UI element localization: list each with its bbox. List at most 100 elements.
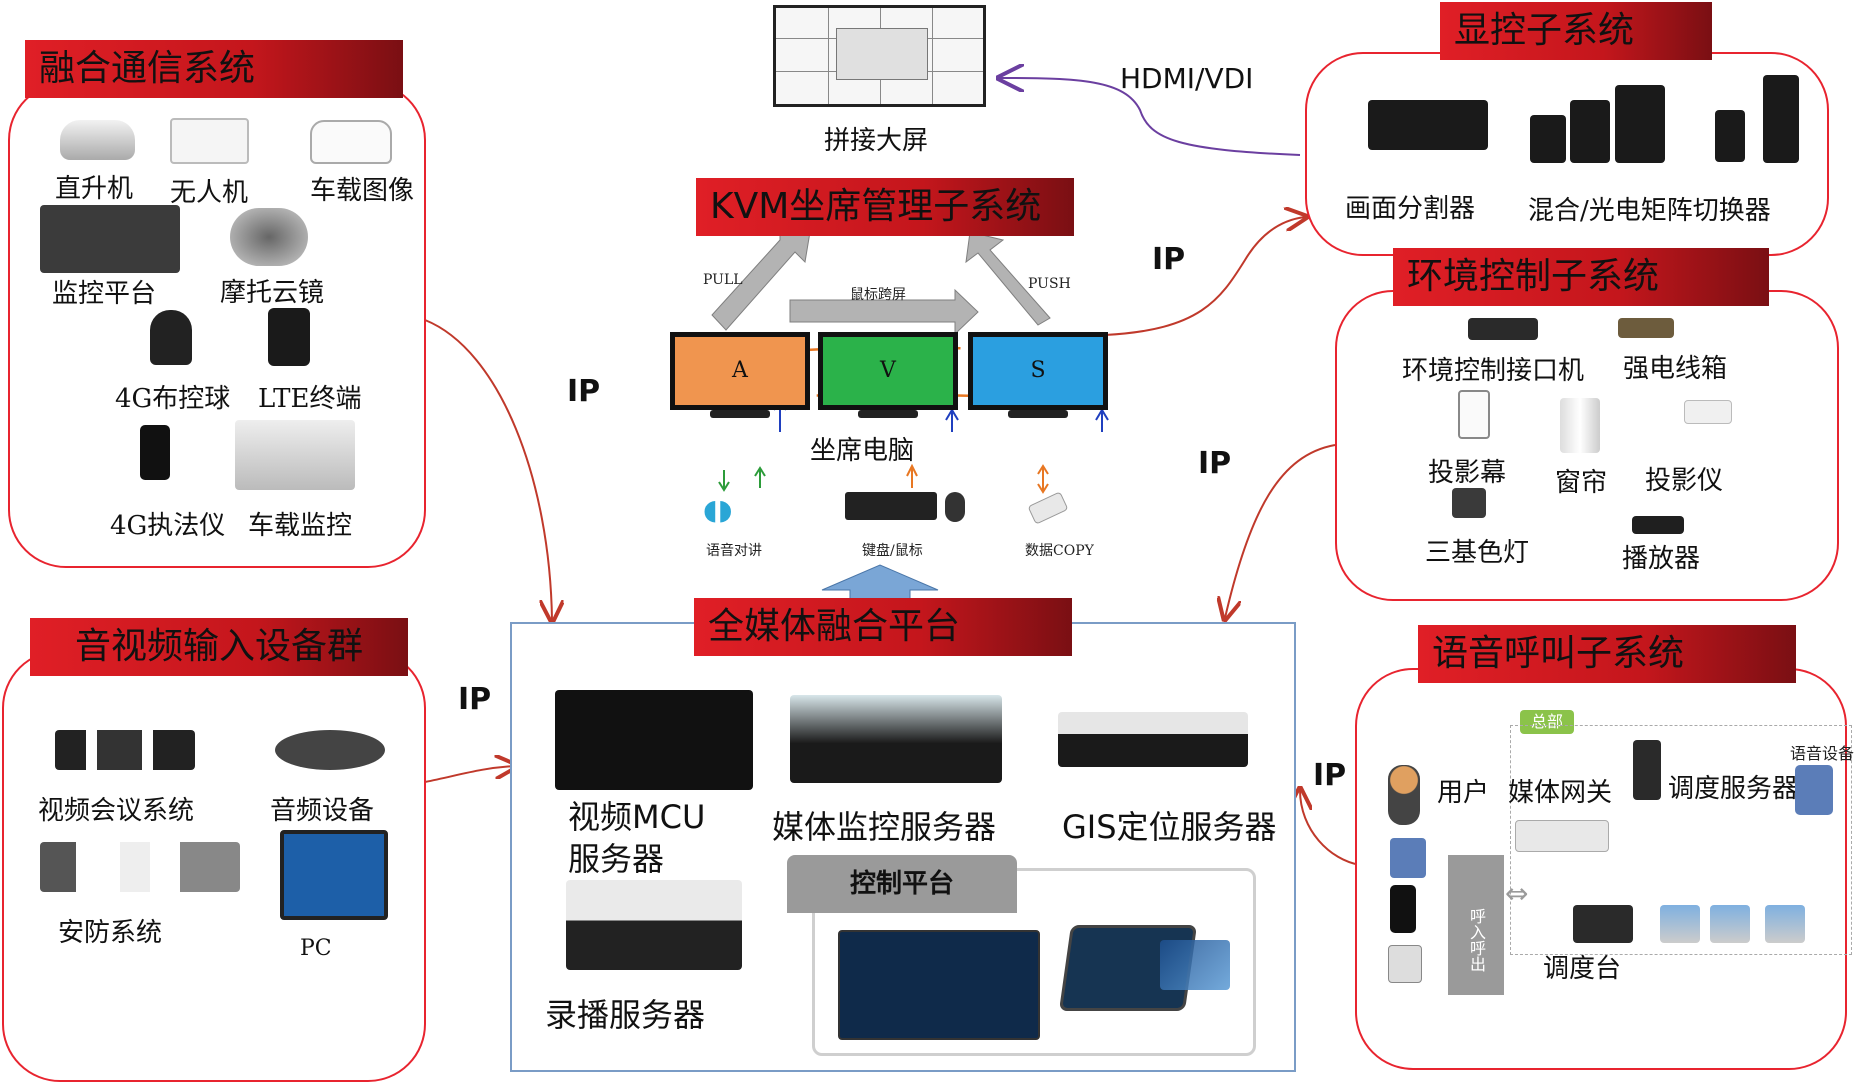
police-car-icon	[310, 120, 392, 164]
kvm-display-link	[1104, 217, 1305, 336]
monitor-stand-a	[710, 410, 770, 418]
voice-call-banner: 语音呼叫子系统	[1418, 625, 1796, 683]
call-inout-box: 呼入呼出	[1448, 855, 1504, 995]
display-item-matrix: 混合/光电矩阵切换器	[1528, 196, 1771, 226]
av-item-video-conf: 视频会议系统	[38, 796, 195, 826]
av-platform-link	[424, 766, 515, 783]
lte-terminal-icon	[268, 308, 310, 366]
env-item-player: 播放器	[1622, 544, 1701, 574]
projection-screen-icon	[1458, 390, 1490, 439]
env-item-power-box: 强电线箱	[1623, 354, 1728, 384]
fusion-item-lte: LTE终端	[258, 384, 362, 414]
vehicle-monitor-thumb	[235, 420, 355, 490]
matrix-switcher-2	[1570, 100, 1610, 163]
env-item-lamp: 三基色灯	[1425, 538, 1530, 568]
video-wall-label: 拼接大屏	[824, 126, 929, 156]
kvm-title-banner: KVM坐席管理子系统	[696, 178, 1074, 236]
hdmi-vdi-label: HDMI/VDI	[1120, 62, 1254, 95]
tri-color-lamp-icon	[1452, 488, 1486, 518]
drone-icon	[170, 118, 249, 164]
mouse-icon	[945, 492, 965, 522]
env-item-interface: 环境控制接口机	[1402, 356, 1585, 386]
mouse-cross-arrow	[789, 288, 979, 336]
desk-phone-icon	[1390, 838, 1426, 878]
io-voice-label: 语音对讲	[706, 543, 762, 559]
display-control-banner: 显控子系统	[1440, 2, 1712, 60]
push-label: PUSH	[1028, 276, 1071, 292]
fax-icon	[1388, 945, 1422, 983]
voice-device-label: 语音设备	[1790, 744, 1855, 763]
power-box-device	[1618, 318, 1674, 338]
voice-user-label: 用户	[1437, 778, 1490, 808]
security-cameras	[40, 842, 240, 892]
fusion-item-monitor-platform: 监控平台	[52, 279, 157, 309]
dispatch-server-icon	[1633, 740, 1661, 800]
ptz-ball-icon	[150, 310, 192, 365]
recorder-label: 录播服务器	[545, 996, 706, 1034]
recorder-server-device	[566, 880, 742, 970]
console-terminal-3	[1765, 905, 1805, 943]
gis-label: GIS定位服务器	[1062, 808, 1277, 846]
monitor-stand-v	[858, 410, 918, 418]
voice-inner-box	[1510, 725, 1852, 955]
voice-platform-link	[1300, 790, 1361, 866]
env-control-banner: 环境控制子系统	[1393, 248, 1769, 306]
env-platform-link	[1225, 444, 1336, 618]
av-item-pc: PC	[300, 936, 332, 961]
env-item-curtain: 窗帘	[1555, 468, 1608, 498]
fusion-item-4g-ball: 4G布控球	[115, 384, 231, 414]
voice-console-label: 调度台	[1543, 954, 1622, 984]
push-arrow	[965, 231, 1051, 326]
hq-badge: 总部	[1520, 710, 1574, 734]
video-conf-devices	[55, 730, 195, 770]
voice-phone-icon	[1795, 765, 1833, 815]
fusion-item-motorcycle: 摩托云镜	[220, 278, 325, 308]
platform-banner: 全媒体融合平台	[694, 598, 1072, 656]
monitor-stand-s	[1008, 410, 1068, 418]
body-cam-icon	[140, 425, 170, 480]
keyboard-icon	[845, 492, 937, 520]
hdmi-link	[1000, 78, 1301, 156]
fusion-item-4g-recorder: 4G执法仪	[110, 511, 226, 541]
helicopter-icon	[60, 120, 135, 160]
user-avatar-icon	[1388, 765, 1420, 825]
ip-label-fusion: IP	[567, 374, 601, 409]
pull-label: PULL	[703, 272, 743, 288]
fusion-item-drone: 无人机	[170, 178, 249, 208]
matrix-switcher-1	[1530, 115, 1566, 163]
display-item-splitter: 画面分割器	[1345, 194, 1476, 224]
matrix-switcher-5	[1763, 75, 1799, 163]
io-data-label: 数据COPY	[1025, 543, 1094, 559]
monitor-v: V	[818, 332, 958, 410]
media-monitor-server-device	[790, 695, 1002, 783]
mouse-cross-label: 鼠标跨屏	[850, 287, 906, 303]
splitter-device	[1368, 100, 1488, 150]
ip-label-av: IP	[458, 682, 492, 717]
video-wall	[773, 5, 986, 107]
motorcycle-icon	[230, 208, 308, 266]
control-platform-tab: 控制平台	[787, 855, 1017, 913]
fusion-item-vehicle-image: 车载图像	[310, 176, 415, 206]
voice-dispatch-server-label: 调度服务器	[1668, 774, 1799, 804]
io-keyboard-label: 键盘/鼠标	[862, 543, 923, 559]
monitor-a: A	[670, 332, 810, 410]
player-icon	[1632, 516, 1684, 534]
audio-device-icon	[275, 730, 385, 770]
projector-icon	[1684, 400, 1732, 424]
matrix-switcher-4	[1715, 110, 1745, 162]
ip-label-voice: IP	[1313, 758, 1347, 793]
voice-gateway-label: 媒体网关	[1508, 778, 1613, 808]
pc-icon	[280, 830, 388, 920]
mcu-label-2: 服务器	[568, 840, 665, 878]
monitor-s: S	[968, 332, 1108, 410]
gateway-device	[1515, 820, 1609, 852]
ip-label-env: IP	[1198, 446, 1232, 481]
call-double-arrow: ⇔	[1505, 877, 1529, 910]
monitor-platform-thumb	[40, 205, 180, 273]
av-item-audio: 音频设备	[270, 796, 375, 826]
env-item-screen: 投影幕	[1428, 458, 1507, 488]
mcu-server-device	[555, 690, 753, 790]
curtain-icon	[1560, 398, 1600, 453]
media-monitor-label: 媒体监控服务器	[772, 808, 997, 846]
headset-icon: ◖◗	[703, 493, 733, 526]
